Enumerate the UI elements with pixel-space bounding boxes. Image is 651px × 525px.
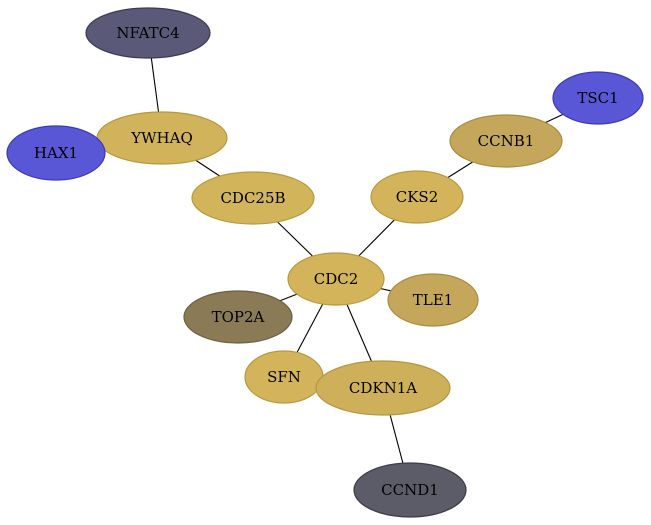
node-cdc2[interactable]: CDC2 <box>287 252 385 306</box>
node-hax1[interactable]: HAX1 <box>6 125 106 181</box>
node-tsc1[interactable]: TSC1 <box>552 71 644 125</box>
node-ccnb1[interactable]: CCNB1 <box>449 114 563 168</box>
node-label: CDC25B <box>220 189 285 207</box>
node-ywhaq[interactable]: YWHAQ <box>96 111 228 165</box>
node-label: TSC1 <box>577 89 618 107</box>
node-cdc25b[interactable]: CDC25B <box>191 171 315 225</box>
node-tle1[interactable]: TLE1 <box>387 273 479 327</box>
node-label: CDKN1A <box>349 379 417 397</box>
node-label: TOP2A <box>212 308 265 326</box>
node-label: HAX1 <box>34 144 78 162</box>
node-ellipse[interactable] <box>370 170 464 224</box>
node-label: NFATC4 <box>116 24 179 42</box>
node-ellipse[interactable] <box>287 252 385 306</box>
node-ellipse[interactable] <box>387 273 479 327</box>
node-top2a[interactable]: TOP2A <box>183 290 293 344</box>
node-ellipse[interactable] <box>552 71 644 125</box>
node-cdkn1a[interactable]: CDKN1A <box>315 360 451 416</box>
node-ellipse[interactable] <box>6 125 106 181</box>
node-ellipse[interactable] <box>183 290 293 344</box>
node-label: CKS2 <box>396 188 439 206</box>
node-nfatc4[interactable]: NFATC4 <box>85 7 211 59</box>
node-label: CCND1 <box>381 481 439 499</box>
edges-layer <box>147 32 599 491</box>
node-label: YWHAQ <box>130 129 193 147</box>
node-ccnd1[interactable]: CCND1 <box>353 462 467 518</box>
node-label: TLE1 <box>413 291 453 309</box>
node-ellipse[interactable] <box>191 171 315 225</box>
node-label: CDC2 <box>314 270 359 288</box>
node-label: CCNB1 <box>478 132 535 150</box>
node-ellipse[interactable] <box>85 7 211 59</box>
node-cks2[interactable]: CKS2 <box>370 170 464 224</box>
node-ellipse[interactable] <box>315 360 451 416</box>
node-ellipse[interactable] <box>353 462 467 518</box>
node-ellipse[interactable] <box>449 114 563 168</box>
node-label: SFN <box>267 368 301 386</box>
node-sfn[interactable]: SFN <box>244 350 324 404</box>
